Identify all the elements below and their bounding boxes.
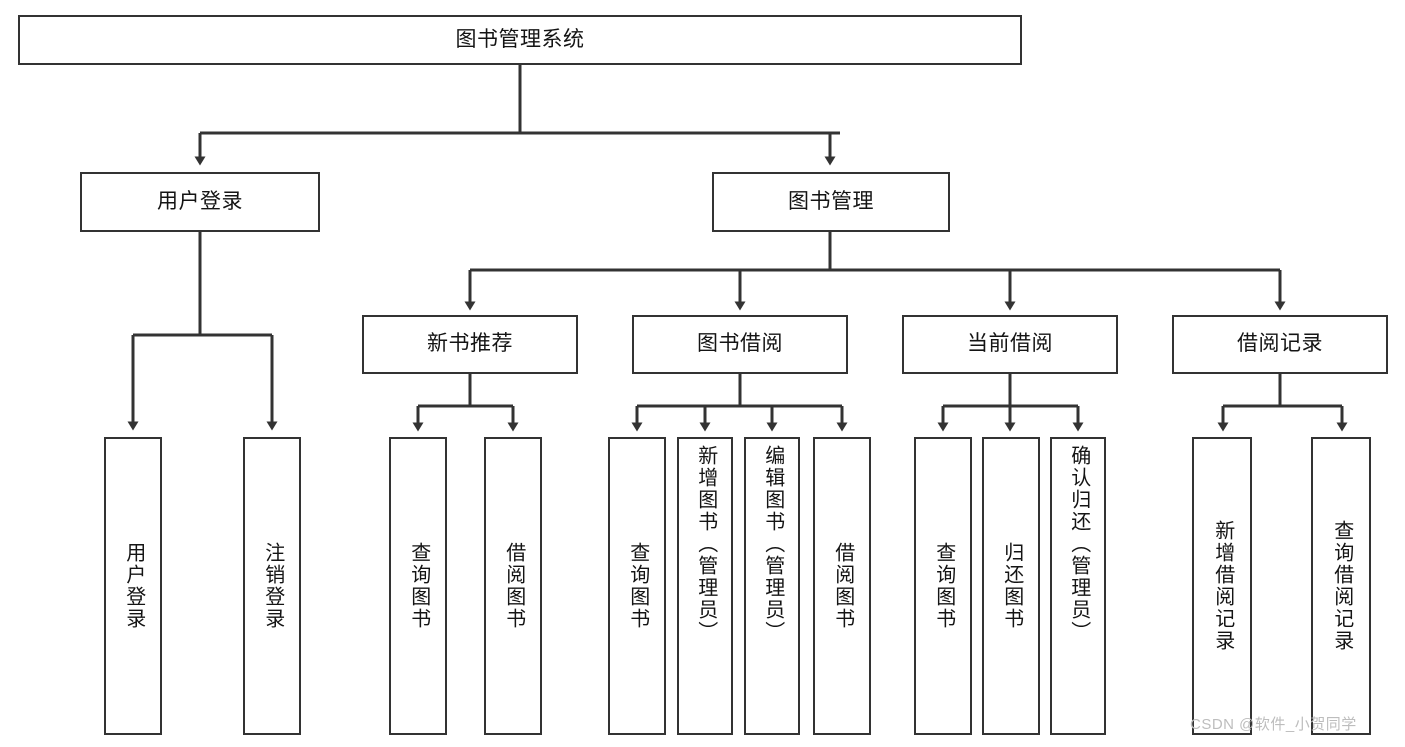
node-root-label: 图书管理系统 bbox=[455, 27, 585, 51]
node-leaf-query-book-recommend[interactable]: 查询图书 bbox=[389, 437, 447, 735]
node-book-borrow-label: 图书借阅 bbox=[697, 332, 783, 356]
node-new-book-recommend[interactable]: 新书推荐 bbox=[362, 315, 578, 374]
node-leaf-borrow-book-recommend[interactable]: 借阅图书 bbox=[484, 437, 542, 735]
node-leaf-return-book[interactable]: 归还图书 bbox=[982, 437, 1040, 735]
node-leaf-add-borrow-record-label: 新增借阅记录 bbox=[1211, 520, 1234, 652]
node-current-borrow[interactable]: 当前借阅 bbox=[902, 315, 1118, 374]
node-book-borrow[interactable]: 图书借阅 bbox=[632, 315, 848, 374]
node-leaf-user-login[interactable]: 用户登录 bbox=[104, 437, 162, 735]
node-book-management[interactable]: 图书管理 bbox=[712, 172, 950, 232]
node-leaf-borrow-book-label: 借阅图书 bbox=[831, 542, 854, 630]
node-leaf-confirm-return-label: 确认归还（管理员） bbox=[1067, 445, 1090, 643]
node-new-book-recommend-label: 新书推荐 bbox=[427, 332, 513, 356]
node-leaf-logout[interactable]: 注销登录 bbox=[243, 437, 301, 735]
node-book-management-label: 图书管理 bbox=[788, 189, 874, 213]
node-current-borrow-label: 当前借阅 bbox=[967, 332, 1053, 356]
node-borrow-record[interactable]: 借阅记录 bbox=[1172, 315, 1388, 374]
node-leaf-add-borrow-record[interactable]: 新增借阅记录 bbox=[1192, 437, 1252, 735]
node-leaf-edit-book[interactable]: 编辑图书（管理员） bbox=[744, 437, 800, 735]
node-leaf-edit-book-label: 编辑图书（管理员） bbox=[761, 445, 784, 643]
node-leaf-query-borrow-record-label: 查询借阅记录 bbox=[1330, 520, 1353, 652]
node-leaf-borrow-book-recommend-label: 借阅图书 bbox=[502, 542, 525, 630]
node-leaf-query-book-current[interactable]: 查询图书 bbox=[914, 437, 972, 735]
node-leaf-query-borrow-record[interactable]: 查询借阅记录 bbox=[1311, 437, 1371, 735]
node-leaf-logout-label: 注销登录 bbox=[261, 542, 284, 630]
node-leaf-add-book-label: 新增图书（管理员） bbox=[694, 445, 717, 643]
node-leaf-query-book-borrow-label: 查询图书 bbox=[626, 542, 649, 630]
node-leaf-return-book-label: 归还图书 bbox=[1000, 542, 1023, 630]
watermark-text: CSDN @软件_小贺同学 bbox=[1190, 716, 1357, 733]
node-leaf-confirm-return[interactable]: 确认归还（管理员） bbox=[1050, 437, 1106, 735]
node-borrow-record-label: 借阅记录 bbox=[1237, 332, 1323, 356]
node-leaf-add-book[interactable]: 新增图书（管理员） bbox=[677, 437, 733, 735]
node-user-login[interactable]: 用户登录 bbox=[80, 172, 320, 232]
node-user-login-label: 用户登录 bbox=[157, 189, 243, 213]
node-leaf-borrow-book[interactable]: 借阅图书 bbox=[813, 437, 871, 735]
node-leaf-query-book-borrow[interactable]: 查询图书 bbox=[608, 437, 666, 735]
node-leaf-query-book-recommend-label: 查询图书 bbox=[407, 542, 430, 630]
node-leaf-query-book-current-label: 查询图书 bbox=[932, 542, 955, 630]
node-leaf-user-login-label: 用户登录 bbox=[122, 542, 145, 630]
node-root[interactable]: 图书管理系统 bbox=[18, 15, 1022, 65]
